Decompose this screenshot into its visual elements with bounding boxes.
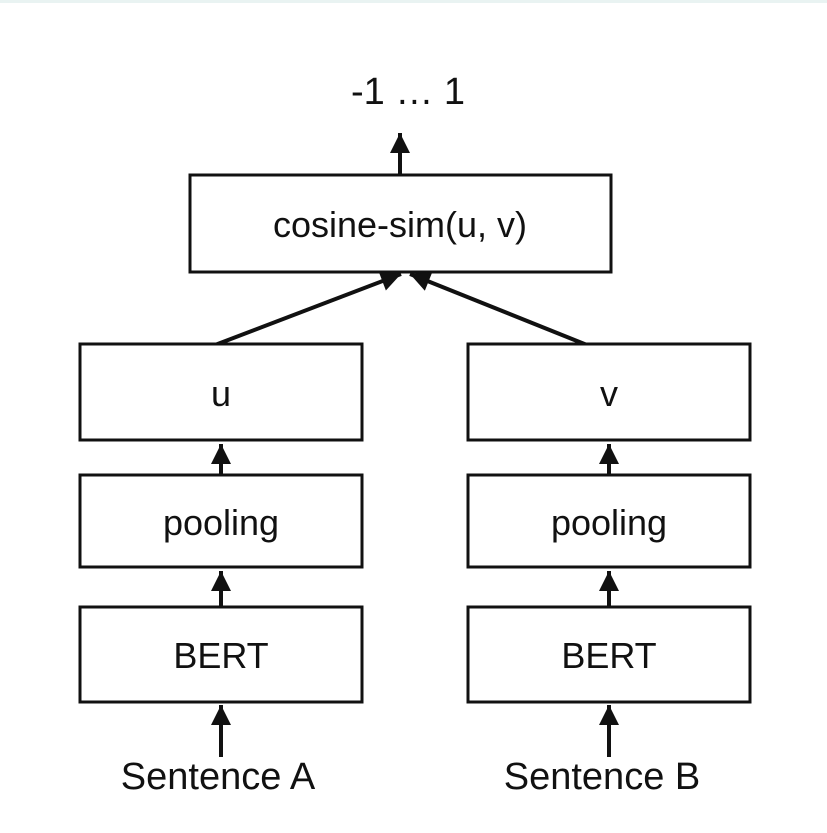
u-to-cosine-arrow <box>214 271 402 347</box>
left-bert-box <box>78 605 364 704</box>
v-vector-label: v <box>600 373 618 414</box>
sentence-b-label: Sentence B <box>504 756 700 798</box>
right-bert-node: BERT <box>466 605 752 704</box>
output-range-label: -1 … 1 <box>351 71 465 113</box>
left-bert-label: BERT <box>173 635 268 676</box>
u-vector-label: u <box>211 373 231 414</box>
left-pooling-label: pooling <box>163 502 279 543</box>
right-pooling-box <box>466 473 752 569</box>
left-bert-node: BERT <box>78 605 364 704</box>
right-pooling-label: pooling <box>551 502 667 543</box>
cosine-sim-label: cosine-sim(u, v) <box>273 204 527 245</box>
v-vector-box <box>466 342 752 442</box>
v-to-cosine-arrow <box>409 272 588 347</box>
sentence-a-label: Sentence A <box>121 756 316 798</box>
cosine-sim-node: cosine-sim(u, v) <box>188 173 613 274</box>
left-pooling-box <box>78 473 364 569</box>
right-bert-label: BERT <box>561 635 656 676</box>
window-top-border <box>0 0 827 3</box>
right-pooling-node: pooling <box>466 473 752 569</box>
u-vector-node: u <box>78 342 364 442</box>
right-bert-box <box>466 605 752 704</box>
left-pooling-node: pooling <box>78 473 364 569</box>
u-vector-box <box>78 342 364 442</box>
v-vector-node: v <box>466 342 752 442</box>
